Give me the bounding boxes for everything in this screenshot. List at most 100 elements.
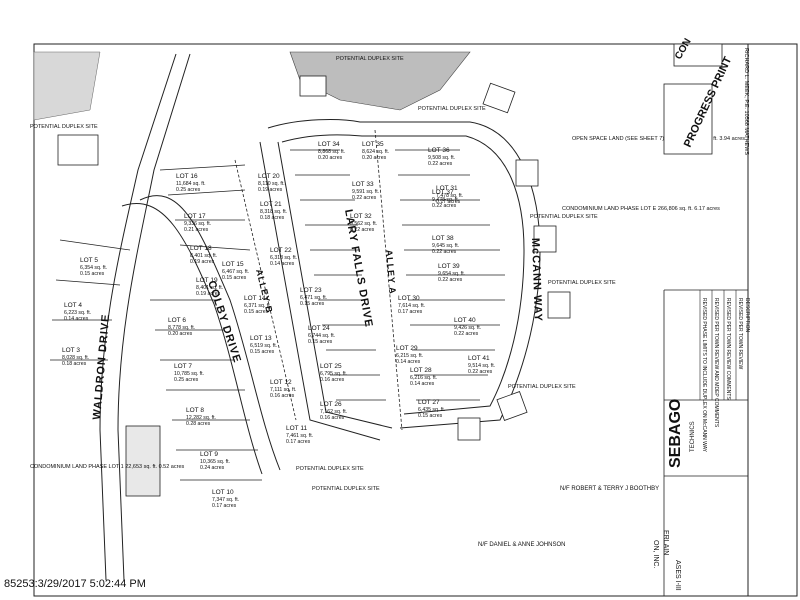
lot-label: LOT 179,336 sq. ft.0.21 acres [184,213,211,233]
lot-acres: 0.15 acres [308,339,333,345]
lot-area: 7,478 sq. ft. [436,193,463,199]
lot-area: 7,162 sq. ft. [320,409,347,415]
waldron-drive-label: WALDRON DRIVE [91,313,112,420]
hatched-area [33,51,471,121]
waldron-drive-road [99,53,191,581]
lot-label: LOT 379,478 sq. ft.0.22 acres [432,189,459,209]
lot-area: 6,744 sq. ft. [308,333,335,339]
lot-number: LOT 18 [190,245,212,252]
alley-lines [234,129,403,431]
lot-label: LOT 236,471 sq. ft.0.15 acres [300,287,327,307]
engineer-label: RICHARD L. MEEK, P.E. 10568 MATHEWS [743,48,749,155]
lot-acres: 0.16 acres [320,377,345,383]
duplex-label: POTENTIAL DUPLEX SITE [312,486,380,492]
lot-number: LOT 4 [64,302,82,309]
lot-number: LOT 35 [362,141,384,148]
lot-label: LOT 117,461 sq. ft.0.17 acres [286,425,313,445]
lot-acres: 0.19 acres [196,291,221,297]
lot-area: 9,645 sq. ft. [432,243,459,249]
open-space-label: OPEN SPACE LAND (SEE SHEET 7) LOT B 171,… [572,136,745,142]
condo-right-label: CONDOMINIUM LAND PHASE LOT E 266,806 sq.… [562,206,720,212]
lot-area: 7,461 sq. ft. [286,433,313,439]
lot-area: 6,795 sq. ft. [320,371,347,377]
lot-label: LOT 296,215 sq. ft.0.14 acres [396,345,423,365]
lot-label: LOT 812,282 sq. ft.0.28 acres [186,407,216,427]
lot-label: LOT 56,354 sq. ft.0.15 acres [80,257,107,277]
lot-acres: 0.17 acres [286,439,311,445]
duplex-site-labels: POTENTIAL DUPLEX SITE POTENTIAL DUPLEX S… [30,56,616,492]
lot-area: 6,371 sq. ft. [244,303,271,309]
lot-area: 6,471 sq. ft. [300,295,327,301]
lot-acres: 0.18 acres [260,215,285,221]
colby-drive-road [121,195,281,475]
lot-acres: 0.19 acres [258,187,283,193]
lot-acres: 0.14 acres [410,381,435,387]
lot-area: 6,215 sq. ft. [396,353,423,359]
lot-area: 9,336 sq. ft. [184,221,211,227]
lot-area: 8,778 sq. ft. [168,325,195,331]
lot-acres: 0.14 acres [270,261,295,267]
lot-label: LOT 348,868 sq. ft.0.20 acres [318,141,345,161]
lot-acres: 0.22 acres [438,277,463,283]
lot-label: LOT 246,744 sq. ft.0.15 acres [308,325,335,345]
lot-acres: 0.14 acres [64,316,89,322]
lot-label: LOT 286,216 sq. ft.0.14 acres [410,367,437,387]
lot-number: LOT 8 [186,407,204,414]
lot-area: 9,508 sq. ft. [428,155,455,161]
lot-area: 6,216 sq. ft. [410,375,437,381]
lot-label: LOT 256,795 sq. ft.0.16 acres [320,363,347,383]
lot-number: LOT 34 [318,141,340,148]
lot-label: LOT 369,508 sq. ft.0.22 acres [428,147,455,167]
lot-area: 8,624 sq. ft. [362,149,389,155]
lot-number: LOT 6 [168,317,186,324]
timestamp-stamp: 85253:3/29/2017 5:02:44 PM [4,578,146,590]
lot-number: LOT 5 [80,257,98,264]
lot-acres: 0.22 acres [432,249,457,255]
lot-acres: 0.15 acres [418,413,443,419]
lot-label: LOT 198,401 sq. ft.0.19 acres [196,277,223,297]
lot-number: LOT 19 [196,277,218,284]
revision-header: DESCRIPTION [744,298,750,333]
lot-area: 7,111 sq. ft. [270,387,296,393]
lot-label: LOT 226,318 sq. ft.0.14 acres [270,247,297,267]
lot-acres: 0.25 acres [174,377,199,383]
lot-number: LOT 32 [350,213,372,220]
colby-drive-label: COLBY DRIVE [205,279,243,364]
lot-label: LOT 156,467 sq. ft.0.15 acres [222,261,249,281]
revision-1: REVISED PHASE LIMITS TO INCLUDE DUPLEX O… [701,298,707,453]
duplex-label: POTENTIAL DUPLEX SITE [296,466,364,472]
lot-acres: 0.20 acres [362,155,387,161]
duplex-label: POTENTIAL DUPLEX SITE [30,124,98,130]
project-fragment-2: ERLAIN [662,530,669,555]
lot-label: LOT 710,785 sq. ft.0.25 acres [174,363,204,383]
lot-label: LOT 146,371 sq. ft.0.15 acres [244,295,271,315]
lot-acres: 0.28 acres [186,421,211,427]
lot-area: 9,654 sq. ft. [438,271,465,277]
lot-number: LOT 40 [454,317,476,324]
lot-area: 6,318 sq. ft. [270,255,297,261]
firm-logo: SEBAGO [667,399,684,468]
lot-area: 9,514 sq. ft. [468,363,495,369]
lot-number: LOT 14 [244,295,266,302]
lot-number: LOT 29 [396,345,418,352]
lot-label: LOT 409,426 sq. ft.0.22 acres [454,317,481,337]
lot-area: 6,435 sq. ft. [418,407,445,413]
lot-number: LOT 26 [320,401,342,408]
lot-number: LOT 20 [258,173,280,180]
lot-lines [50,149,505,481]
revision-rows: REVISED PHASE LIMITS TO INCLUDE DUPLEX O… [701,298,750,453]
lot-acres: 0.14 acres [396,359,421,365]
lot-acres: 0.15 acres [80,271,105,277]
lot-number: LOT 11 [286,425,307,432]
lot-acres: 0.20 acres [168,331,193,337]
lot-number: LOT 38 [432,235,454,242]
title-block [663,43,749,596]
lot-number: LOT 17 [184,213,206,220]
abutter-boothby-label: N/F ROBERT & TERRY J BOOTHBY [560,486,659,492]
project-fragment-1: ASES I-III [674,560,681,591]
lot-label: LOT 38,028 sq. ft.0.18 acres [62,347,89,367]
lot-acres: 0.15 acres [250,349,275,355]
